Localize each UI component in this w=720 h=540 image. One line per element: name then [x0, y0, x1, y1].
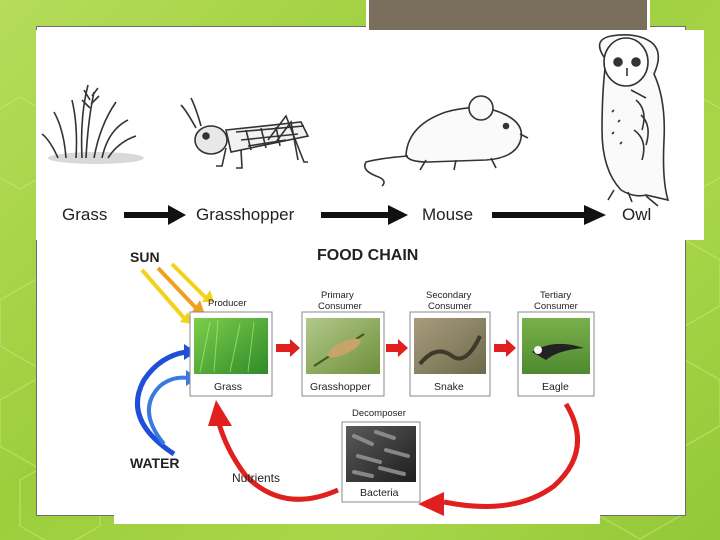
- tertiary-role-line1: Tertiary: [540, 290, 571, 301]
- chain-arrow-3: [492, 205, 606, 225]
- flow-arrow-3: [494, 339, 516, 357]
- producer-name: Grass: [214, 381, 242, 393]
- simple-food-chain-panel: Grass Grasshopper Mouse Owl: [36, 30, 704, 240]
- grasshopper-illustration: [180, 97, 310, 169]
- tertiary-role-line2: Consumer: [534, 301, 578, 312]
- producer-role: Producer: [208, 298, 247, 309]
- owl-illustration: [598, 34, 670, 207]
- chain-label-grass: Grass: [62, 205, 107, 224]
- chain-arrow-1: [124, 205, 186, 225]
- chain-label-owl: Owl: [622, 205, 651, 224]
- sun-ray-icons: [140, 262, 214, 324]
- water-arrow-icons: [134, 344, 198, 457]
- nutrients-label: Nutrients: [232, 471, 280, 485]
- secondary-role-line1: Secondary: [426, 290, 472, 301]
- water-label: WATER: [130, 455, 180, 471]
- secondary-role-line2: Consumer: [428, 301, 472, 312]
- primary-name: Grasshopper: [310, 381, 371, 393]
- chain-label-grasshopper: Grasshopper: [196, 205, 295, 224]
- decomposer-name: Bacteria: [360, 487, 399, 499]
- primary-role-line1: Primary: [321, 290, 354, 301]
- chain-label-mouse: Mouse: [422, 205, 473, 224]
- grass-illustration: [41, 84, 144, 164]
- flow-arrow-2: [386, 339, 408, 357]
- mouse-illustration: [363, 95, 529, 187]
- diagram-title: FOOD CHAIN: [317, 247, 418, 264]
- food-chain-diagram: FOOD CHAIN SUN WATER Producer Grass: [114, 240, 600, 524]
- chain-arrow-2: [321, 205, 408, 225]
- tertiary-name: Eagle: [542, 381, 569, 393]
- slide-title-tab: [366, 0, 650, 30]
- grass-photo: [194, 318, 268, 374]
- sun-label: SUN: [130, 249, 160, 265]
- secondary-name: Snake: [434, 381, 464, 393]
- flow-arrow-1: [276, 339, 300, 357]
- nutrients-arrow-bacteria-to-grass: [208, 400, 340, 502]
- return-arrow-eagle-to-bacteria: [418, 402, 581, 516]
- primary-role-line2: Consumer: [318, 301, 362, 312]
- decomposer-role: Decomposer: [352, 408, 406, 419]
